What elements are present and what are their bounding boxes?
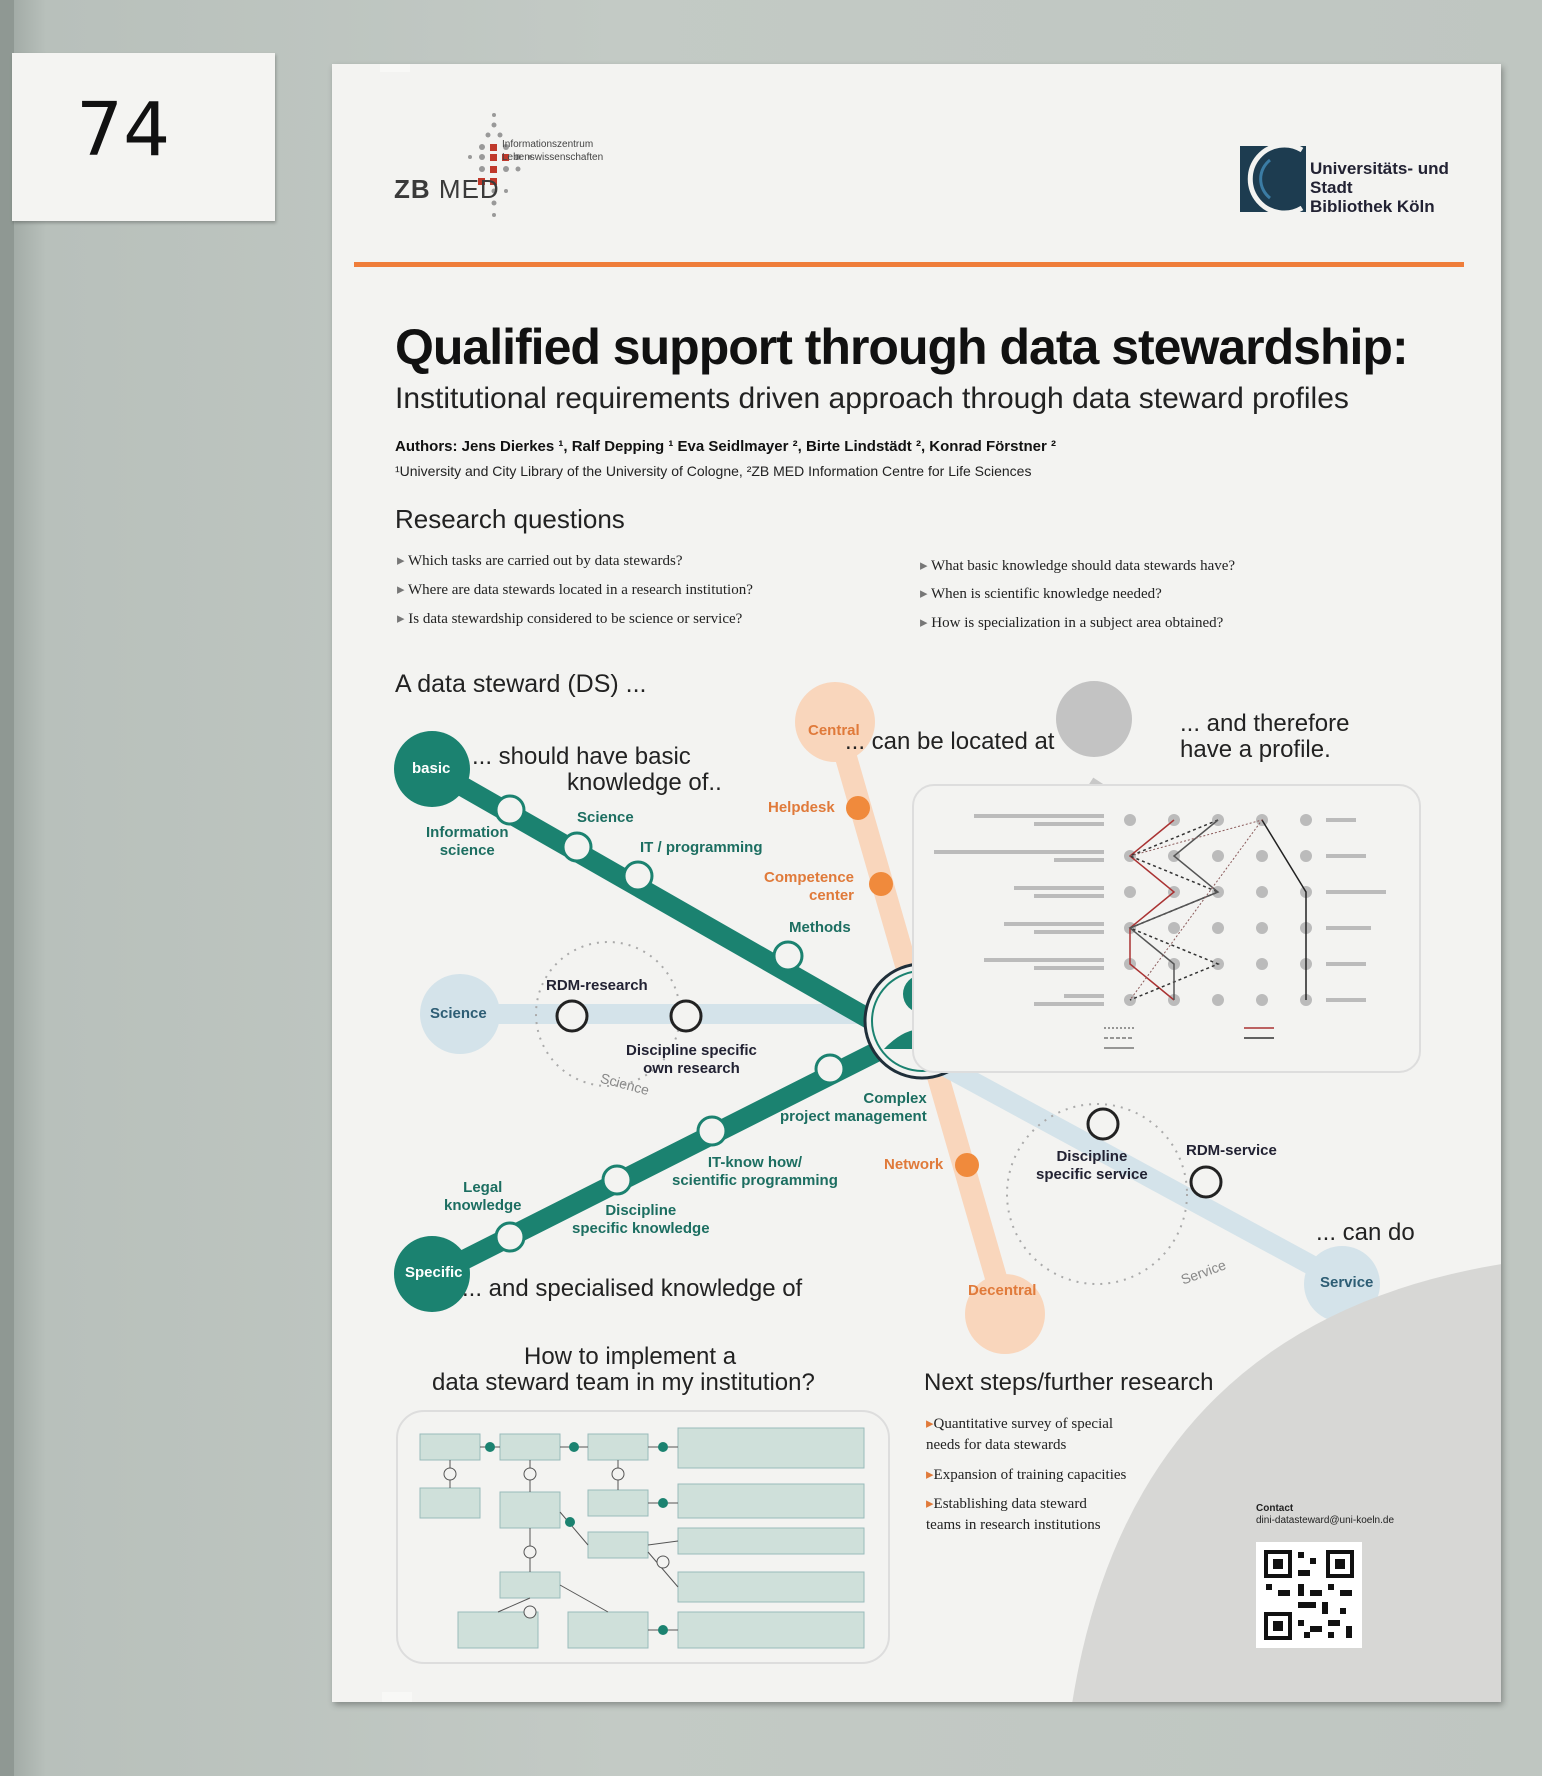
rq-left-3: Is data stewardship considered to be sci… [397, 609, 742, 628]
zbmed-dots-icon [468, 113, 532, 217]
service-terminal [1304, 1246, 1380, 1322]
basic-caption-1: ... should have basic [472, 743, 691, 770]
orange-divider [354, 262, 1464, 267]
discipline-knowledge-label: Discipline specific knowledge [572, 1202, 710, 1237]
ukb-line1: Universitäts- und [1310, 159, 1449, 178]
can-do-caption: ... can do [1316, 1219, 1415, 1246]
rdm-service-label: RDM-service [1186, 1142, 1277, 1159]
profile-caption-1: ... and therefore [1180, 710, 1350, 737]
it-programming-stop [622, 860, 654, 892]
basic-caption-2: knowledge of.. [567, 769, 722, 796]
ukb-line3: Bibliothek Köln [1310, 197, 1435, 216]
central-terminal [795, 682, 875, 762]
ds-heading: A data steward (DS) ... [395, 670, 647, 698]
decentral-label: Decentral [968, 1282, 1037, 1299]
authors: Authors: Jens Dierkes ¹, Ralf Depping ¹ … [395, 438, 1056, 455]
it-know-how-stop [696, 1115, 728, 1147]
methods-stop [772, 940, 804, 972]
discipline-service-stop [1086, 1107, 1120, 1141]
discipline-own-research-label: Discipline specific own research [626, 1042, 757, 1077]
science-terminal [420, 974, 500, 1054]
discipline-research-stop [669, 999, 703, 1033]
complex-pm-stop [814, 1053, 846, 1085]
next-step-1: Quantitative survey of special needs for… [926, 1414, 1113, 1456]
contact-email: dini-datasteward@uni-koeln.de [1256, 1515, 1395, 1526]
tape [380, 64, 410, 72]
discipline-service-label: Discipline specific service [1036, 1148, 1148, 1183]
next-steps-heading: Next steps/further research [924, 1369, 1214, 1396]
science-stop [561, 831, 593, 863]
profile-terminal [1056, 681, 1132, 757]
network-stop [955, 1153, 979, 1177]
science-stop-label: Science [577, 809, 634, 826]
located-caption: ... can be located at [845, 728, 1055, 755]
rq-left-2: Where are data stewards located in a res… [397, 580, 753, 599]
helpdesk-label: Helpdesk [768, 799, 835, 816]
service-circle [1006, 1103, 1188, 1285]
profile-chart [934, 814, 1386, 1049]
rdm-research-stop [555, 999, 589, 1033]
qr-code[interactable] [1256, 1542, 1362, 1648]
zbmed-word: ZB [394, 174, 431, 204]
decentral-terminal [965, 1274, 1045, 1354]
profile-chart-panel [912, 784, 1421, 1073]
it-programming-label: IT / programming [640, 839, 763, 856]
implement-heading-1: How to implement a [524, 1343, 737, 1370]
poster: ZB MED Informationszentrum Lebenswissens… [332, 64, 1501, 1702]
competence-center-stop [869, 872, 893, 896]
specific-caption: ... and specialised knowledge of [462, 1275, 803, 1302]
rdm-research-label: RDM-research [546, 977, 648, 994]
profile-caption-2: have a profile. [1180, 736, 1331, 763]
complex-pm-label: Complex project management [780, 1090, 927, 1125]
methods-label: Methods [789, 919, 851, 936]
grey-corner-shape [1072, 1264, 1501, 1702]
implement-heading-2: data steward team in my institution? [432, 1369, 815, 1396]
discipline-knowledge-stop [601, 1164, 633, 1196]
qr-code-icon [1264, 1550, 1354, 1640]
specific-label: Specific [405, 1264, 463, 1281]
flowchart-panel [396, 1410, 890, 1664]
basic-label: basic [412, 760, 451, 777]
information-science-stop [494, 794, 526, 826]
affiliations: ¹University and City Library of the Univ… [395, 463, 1032, 479]
central-label: Central [808, 722, 860, 739]
poster-title: Qualified support through data stewardsh… [395, 319, 1409, 375]
competence-center-label: Competence center [764, 869, 855, 904]
service-line [917, 1045, 1342, 1288]
flowchart [419, 1427, 865, 1649]
network-label: Network [884, 1156, 944, 1173]
helpdesk-stop [846, 796, 870, 820]
tape [382, 1692, 412, 1702]
legal-knowledge-label: Legal knowledge [444, 1179, 522, 1214]
contact-label: Contact [1256, 1503, 1294, 1514]
zbmed-word2: MED [438, 174, 500, 204]
poster-subtitle: Institutional requirements driven approa… [395, 382, 1349, 415]
research-questions-heading: Research questions [395, 504, 625, 534]
rq-left-1: Which tasks are carried out by data stew… [397, 551, 682, 570]
rq-right-3: How is specialization in a subject area … [920, 613, 1223, 632]
basic-terminal [394, 731, 470, 807]
specific-terminal [394, 1236, 470, 1312]
service-terminal-label: Service [1320, 1274, 1374, 1291]
board-number: 74 [76, 87, 171, 173]
board-edge [0, 0, 14, 1776]
next-step-2: Expansion of training capacities [926, 1465, 1127, 1486]
rq-right-2: When is scientific knowledge needed? [920, 584, 1162, 603]
rq-right-1: What basic knowledge should data steward… [920, 556, 1235, 575]
science-terminal-label: Science [430, 1005, 487, 1022]
zbmed-line1: Informationszentrum [502, 139, 594, 150]
board-number-card: 74 [12, 53, 275, 221]
information-science-label: Information science [426, 824, 509, 859]
it-know-how-label: IT-know how/ scientific programming [672, 1154, 838, 1189]
rdm-service-stop [1189, 1165, 1223, 1199]
next-step-3: Establishing data steward teams in resea… [926, 1494, 1101, 1536]
ukb-line2: Stadt [1310, 178, 1353, 197]
zbmed-line2: Lebenswissenschaften [502, 152, 604, 163]
ukb-emblem-icon [1240, 146, 1306, 216]
legal-knowledge-stop [494, 1221, 526, 1253]
